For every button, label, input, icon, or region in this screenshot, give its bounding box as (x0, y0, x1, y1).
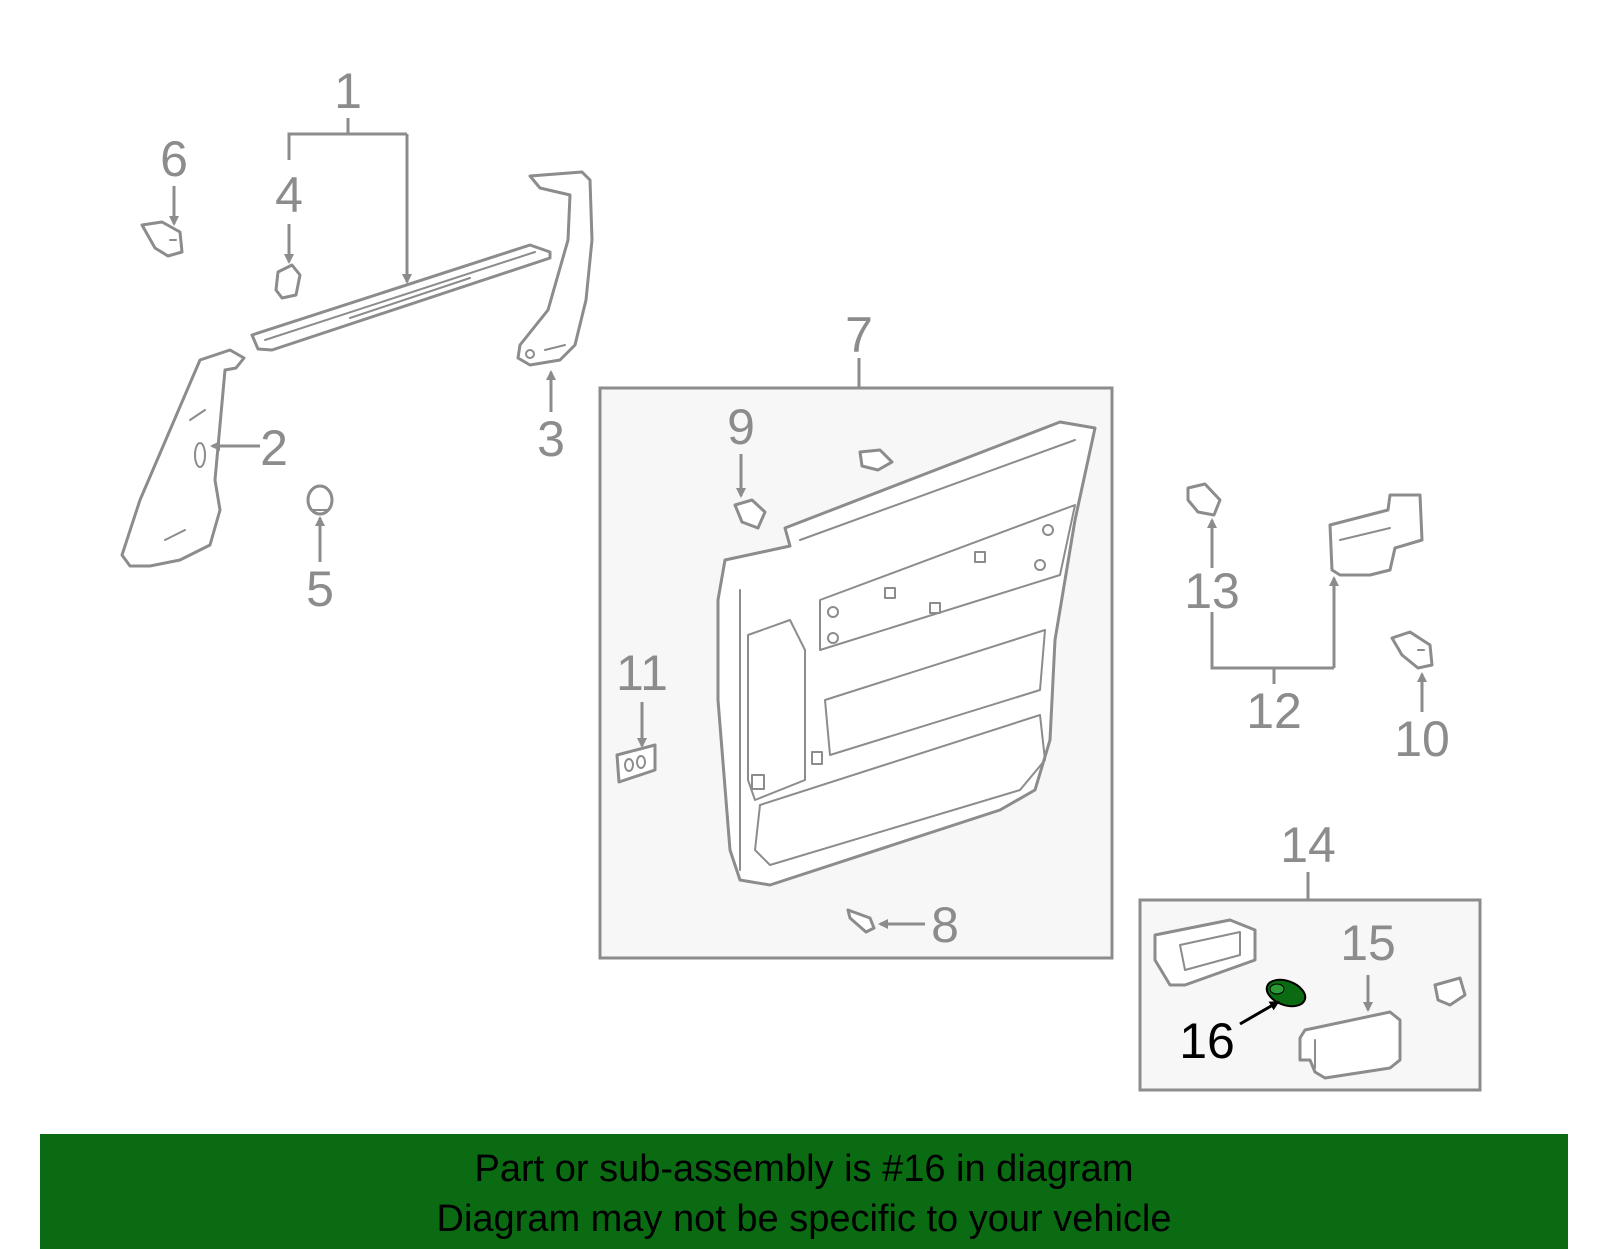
callout-6: 6 (160, 131, 188, 187)
banner-line-2: Diagram may not be specific to your vehi… (436, 1198, 1172, 1240)
part-15-door-handle (1298, 1010, 1402, 1080)
part-7-clip-top (858, 448, 894, 472)
callout-9: 9 (727, 399, 755, 455)
part-4-clip (274, 263, 302, 300)
callout-5: 5 (306, 561, 334, 617)
callout-2: 2 (260, 420, 288, 476)
callout-15: 15 (1340, 915, 1396, 971)
callout-1: 1 (334, 63, 362, 119)
callout-12-leader (1210, 612, 1334, 670)
part-8-screw (846, 908, 876, 934)
part-6-clip (140, 220, 184, 258)
part-1-sill-plate (250, 243, 552, 352)
part-16-highlighted (1265, 978, 1307, 1008)
callout-7: 7 (845, 307, 873, 363)
part-11-switch-plate (615, 743, 657, 784)
part-5-clip (306, 484, 334, 516)
callout-13: 13 (1184, 563, 1240, 619)
part-13-clip (1186, 482, 1222, 517)
part-9-clip (733, 498, 767, 530)
callout-11: 11 (616, 645, 668, 701)
part-14-handle-bezel (1153, 918, 1257, 987)
callout-1-leader (287, 132, 407, 160)
callout-8: 8 (931, 897, 959, 953)
part-14-clip (1433, 976, 1467, 1007)
callout-16: 16 (1179, 1013, 1235, 1069)
callout-16-leader (1239, 1000, 1280, 1026)
callout-4: 4 (275, 167, 303, 223)
part-2-pillar-trim (120, 348, 246, 568)
part-3-b-pillar-trim (516, 170, 594, 367)
callout-10: 10 (1394, 711, 1450, 767)
part-info-banner: Part or sub-assembly is #16 in diagram D… (40, 1134, 1568, 1249)
part-12-bracket (1328, 493, 1424, 577)
part-10-clip (1390, 630, 1434, 670)
banner-line-1: Part or sub-assembly is #16 in diagram (474, 1148, 1134, 1190)
part-7-door-panel (716, 420, 1097, 887)
callout-14: 14 (1280, 817, 1336, 873)
callout-12: 12 (1246, 683, 1302, 739)
callout-3: 3 (537, 411, 565, 467)
